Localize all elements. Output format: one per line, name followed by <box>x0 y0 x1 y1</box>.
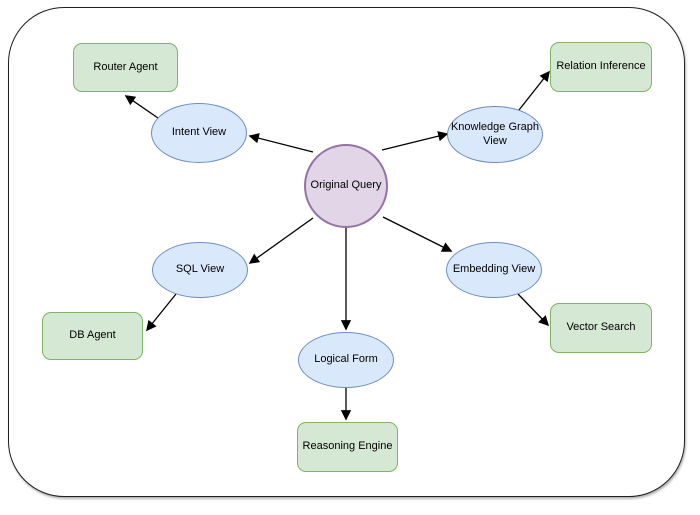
node-sql-view: SQL View <box>152 242 248 298</box>
node-intent-view-label: Intent View <box>171 126 227 139</box>
node-knowledge-graph-view-label-line2: View <box>483 134 507 147</box>
node-vector-search: Vector Search <box>550 303 652 353</box>
node-original-query: Original Query <box>304 144 388 228</box>
node-embedding-view: Embedding View <box>446 242 542 298</box>
node-vector-search-label: Vector Search <box>566 321 636 334</box>
node-db-agent: DB Agent <box>42 312 143 360</box>
node-logical-form-label: Logical Form <box>314 353 378 366</box>
node-logical-form: Logical Form <box>298 332 394 388</box>
node-sql-view-label: SQL View <box>175 263 225 276</box>
node-knowledge-graph-view: Knowledge Graph View <box>447 106 543 163</box>
node-knowledge-graph-view-label: Knowledge Graph View <box>451 121 539 149</box>
node-embedding-view-label: Embedding View <box>452 263 536 276</box>
node-router-agent-label: Router Agent <box>93 60 158 73</box>
node-intent-view: Intent View <box>151 103 247 163</box>
node-router-agent: Router Agent <box>73 43 178 92</box>
node-knowledge-graph-view-label-line1: Knowledge Graph <box>450 120 540 133</box>
node-db-agent-label: DB Agent <box>69 329 116 342</box>
node-reasoning-engine: Reasoning Engine <box>297 422 398 472</box>
node-reasoning-engine-label: Reasoning Engine <box>302 440 393 453</box>
node-original-query-label: Original Query <box>310 179 382 192</box>
node-relation-inference-label: Relation Inference <box>556 60 646 73</box>
node-relation-inference: Relation Inference <box>550 42 652 92</box>
